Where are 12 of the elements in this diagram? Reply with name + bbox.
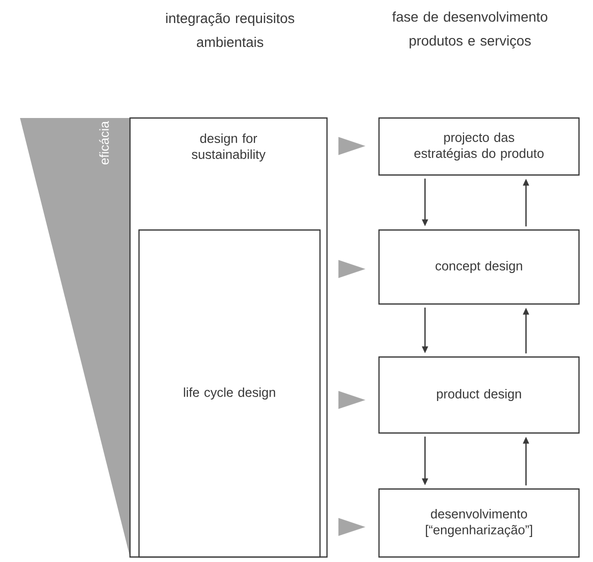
method-box: life cycle design	[138, 229, 321, 558]
stage-box: concept design	[378, 229, 580, 305]
stage-box: desenvolvimento [“engenharização”]	[378, 488, 580, 558]
stage-box: projecto das estratégias do produto	[378, 117, 580, 176]
stage-box: product design	[378, 356, 580, 434]
column-heading: integração requisitos ambientais	[166, 12, 294, 48]
wedge-band: eficácia	[20, 118, 130, 557]
chevron-arrow	[338, 391, 366, 409]
chevron-arrow	[338, 137, 366, 155]
chevron-arrow	[338, 518, 366, 536]
chevron-arrow	[338, 260, 366, 278]
column-heading: fase de desenvolvimento produtos e serviços	[392, 12, 548, 48]
